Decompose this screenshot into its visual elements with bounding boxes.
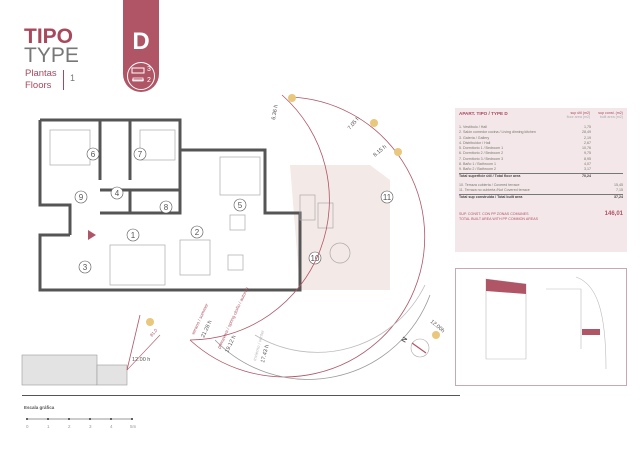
room-9: 9 [79,193,84,202]
total-floor-value: 70,24 [582,173,591,178]
north-compass-icon: N [401,336,430,358]
room-11: 11 [383,193,392,202]
room-labels: 1 2 3 4 5 6 7 8 9 10 11 [74,147,394,274]
divider [63,70,64,90]
angle-label: 81,0 [149,327,159,337]
title-type: TYPE [24,44,79,67]
bed-icon [131,67,145,82]
common-label-1: SUP. CONST. CON PP ZONAS COMUNES [459,211,529,216]
floors-label-en: Floors [25,80,52,91]
rooms-badge [127,62,155,90]
floors-label-es: Plantas [25,68,57,79]
room-10: 10 [311,254,320,263]
sun-time-label: 17.43 h [260,344,271,363]
room-7: 7 [138,150,143,159]
col2-header: sup const. (m2) [598,111,623,115]
scale-tick: 2 [68,424,71,429]
room-5: 5 [238,201,243,210]
svg-text:N: N [401,336,410,344]
scale-title: Escala gráfica [24,405,55,410]
table-row: 11. Terraza no cubierta /Not Covered ter… [459,188,623,193]
bathrooms-count: 2 [147,77,151,84]
site-plan [455,268,627,386]
table-title: APART. TIPO / TYPE D [459,111,508,116]
floor-plan: 1 2 3 4 5 6 7 8 9 10 11 6.36 h 7.05 h 8.… [21,94,445,386]
sun-time-label: 8.15 h [372,144,388,158]
section-highlight [582,329,600,335]
sun-icon [288,94,296,102]
area-table: APART. TIPO / TYPE D sup útil (m2)floor … [455,108,627,252]
entrance-arrow-icon [88,230,96,240]
sun-icon [146,318,154,326]
total-floor-label: Total superficie útil / Total floor area [459,173,521,178]
sun-icon [394,148,402,156]
col2-sub: built area (m2) [599,115,623,119]
scale-bar [26,418,133,420]
col1-sub: floor area (m2) [566,115,591,119]
floors-value: 1 [70,73,76,83]
table-row: 2. Salón comedor cocina / Living dinning… [459,130,591,135]
sun-icons [146,94,440,339]
room-1: 1 [131,231,136,240]
scale-tick: 5m [130,424,137,429]
type-letter: D [132,28,150,55]
room-6: 6 [91,150,96,159]
walls [38,118,302,292]
section-diagram [21,314,161,386]
room-4: 4 [115,189,120,198]
terrace-area [290,165,390,290]
sun-time-label: 12.00 h [132,357,150,363]
scale-tick: 0 [26,424,29,429]
room-8: 8 [164,203,169,212]
scale-tick: 4 [110,424,113,429]
sun-icon [432,331,440,339]
total-built-value: 37,24 [614,194,623,199]
furniture [49,129,351,286]
room-2: 2 [195,228,200,237]
scale-tick: 1 [47,424,50,429]
sun-time-label: 7.05 h [347,116,361,132]
sun-icon [370,119,378,127]
room-3: 3 [83,263,88,272]
apartment-highlight [486,279,526,294]
total-built-label: Total sup construida / Total built area [459,194,523,199]
bedrooms-count: 3 [147,66,151,73]
col1-header: sup útil (m2) [570,111,591,115]
sun-time-label: 6.36 h [271,104,280,120]
common-label-2: TOTAL BUILT AREA WITH PP COMMON AREAS [459,217,539,222]
sun-time-label: 21.28 h [200,320,213,339]
common-value: 146,01 [604,210,623,217]
scale-tick: 3 [89,424,92,429]
divider [22,395,460,396]
sun-path-arcs [189,94,431,380]
title-tipo: TIPO [24,25,74,48]
